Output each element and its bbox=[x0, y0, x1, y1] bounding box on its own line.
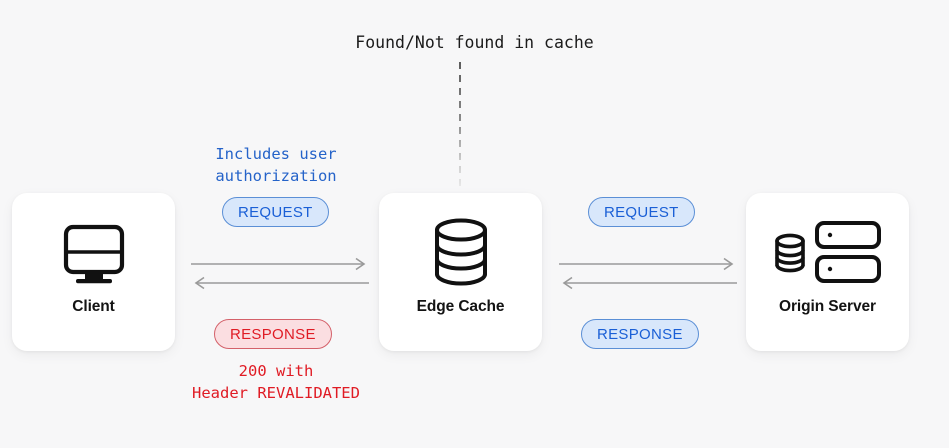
pill-request-client-edge[interactable]: REQUEST bbox=[222, 197, 329, 227]
node-label-client: Client bbox=[72, 298, 115, 315]
cache-boundary-dashed-line bbox=[459, 62, 461, 192]
node-label-origin-server: Origin Server bbox=[779, 298, 876, 315]
server-rack-icon bbox=[773, 216, 883, 289]
pill-response-edge-origin[interactable]: RESPONSE bbox=[581, 319, 699, 349]
cache-boundary-caption: Found/Not found in cache bbox=[355, 33, 594, 52]
pill-request-edge-origin[interactable]: REQUEST bbox=[588, 197, 695, 227]
arrow-pair-edge-origin bbox=[558, 255, 738, 291]
desktop-monitor-icon bbox=[60, 216, 128, 289]
node-card-client[interactable]: Client bbox=[12, 193, 175, 351]
arrow-pair-client-edge bbox=[190, 255, 370, 291]
database-cylinder-icon bbox=[429, 216, 493, 289]
annotation-200-header-revalidated: 200 with Header REVALIDATED bbox=[192, 362, 360, 402]
node-card-edge-cache[interactable]: Edge Cache bbox=[379, 193, 542, 351]
pill-response-client-edge[interactable]: RESPONSE bbox=[214, 319, 332, 349]
annotation-includes-user-authorization: Includes user authorization bbox=[215, 145, 337, 185]
node-card-origin-server[interactable]: Origin Server bbox=[746, 193, 909, 351]
node-label-edge-cache: Edge Cache bbox=[416, 298, 505, 315]
